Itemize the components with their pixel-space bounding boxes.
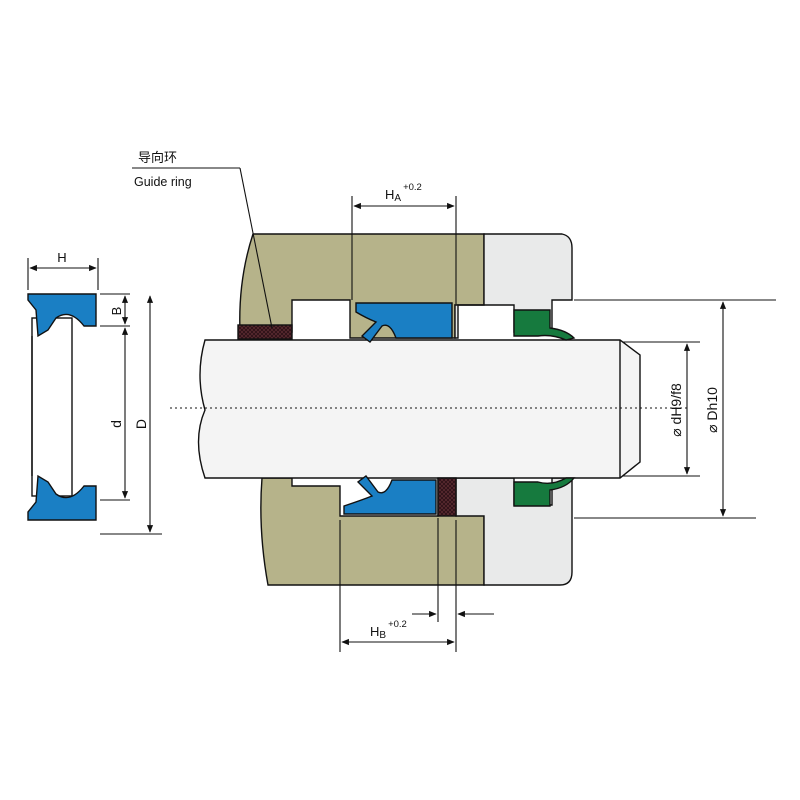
wiper-lower <box>513 477 576 507</box>
guide-ring-lower <box>437 477 457 517</box>
housing-lower <box>260 477 485 586</box>
gland-lower <box>455 477 573 586</box>
label-HB-main: H <box>370 624 379 639</box>
installation-view: 导向环 Guide ring HA+0.2 HB+0.2 ⌀ dH9/f8 ⌀ … <box>132 150 776 652</box>
label-HA-tol: +0.2 <box>403 182 422 193</box>
label-H: H <box>57 250 66 265</box>
label-HB-sub: B <box>379 630 386 641</box>
seal-profile-top <box>27 293 97 338</box>
piston-rod <box>197 339 641 479</box>
rod-seal-upper <box>355 302 453 343</box>
seal-ring-body <box>31 317 73 497</box>
seal-profile-bottom <box>27 474 97 521</box>
seal-section-view: H B d D <box>27 250 162 535</box>
label-HA-sub: A <box>394 193 401 204</box>
label-d: d <box>108 420 124 428</box>
label-B: B <box>109 307 124 316</box>
rod-seal-lower <box>343 475 437 515</box>
guide-ring-label-en: Guide ring <box>134 175 192 189</box>
label-HA: HA+0.2 <box>385 182 422 204</box>
wiper-upper <box>513 309 576 341</box>
label-D: D <box>133 419 149 429</box>
label-HB-tol: +0.2 <box>388 619 407 630</box>
label-bore-dia: ⌀ Dh10 <box>704 387 720 433</box>
label-rod-dia: ⌀ dH9/f8 <box>668 383 684 437</box>
guide-ring-upper <box>237 324 293 340</box>
label-HA-main: H <box>385 187 394 202</box>
label-HB: HB+0.2 <box>370 619 407 641</box>
guide-ring-label-cn: 导向环 <box>138 150 177 166</box>
